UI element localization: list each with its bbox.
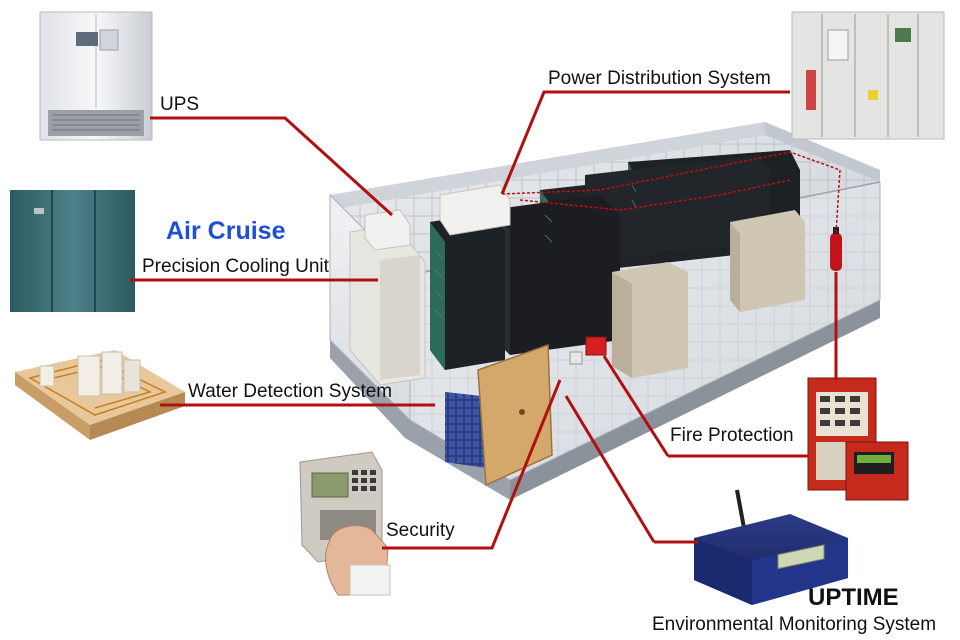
water-detection-label: Water Detection System: [188, 381, 393, 402]
uptime-brand: UPTIME: [808, 584, 899, 611]
security-illustration: [299, 451, 391, 596]
power-distribution-illustration: [791, 11, 945, 140]
connector-lines: [130, 90, 838, 550]
ups-illustration: [39, 11, 153, 141]
connector-security: [382, 379, 562, 550]
connector-ups: [150, 116, 394, 217]
connector-power: [500, 90, 790, 195]
air-cruise-brand: Air Cruise: [166, 217, 286, 245]
server-racks: [349, 150, 805, 386]
power-distribution-label: Power Distribution System: [548, 68, 771, 89]
fire-protection-label: Fire Protection: [670, 425, 794, 446]
room-entrance: [445, 336, 607, 487]
fire-protection-illustration: [807, 377, 909, 501]
water-detection-illustration: [15, 350, 185, 440]
connector-fire-room: [602, 355, 670, 457]
cooling-unit-label: Precision Cooling Unit: [142, 256, 329, 277]
environmental-monitoring-label: Environmental Monitoring System: [652, 614, 937, 635]
cooling-unit-illustration: [10, 190, 135, 312]
security-label: Security: [386, 520, 455, 541]
ceiling-wiring: [501, 151, 841, 234]
connector-monitor-room: [564, 395, 656, 543]
environmental-monitor-illustration: [694, 489, 848, 605]
ups-label: UPS: [160, 94, 200, 115]
